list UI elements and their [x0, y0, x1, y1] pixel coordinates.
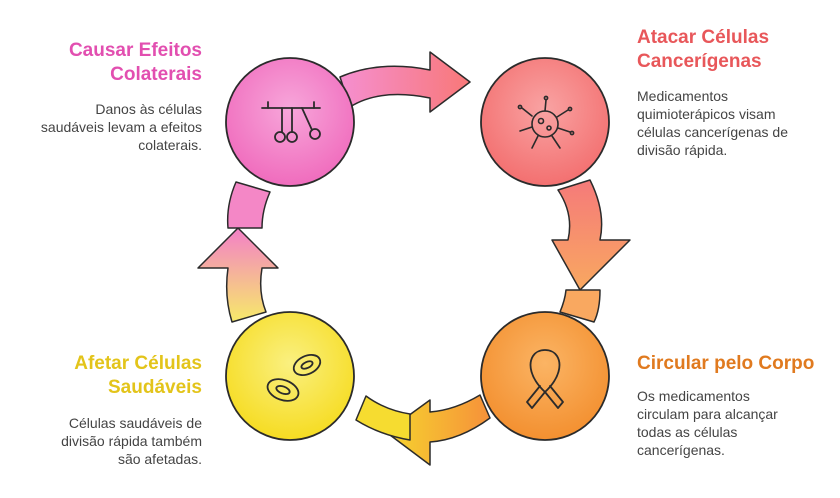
- desc-line: divisão rápida.: [637, 142, 728, 158]
- step-title-line1: Afetar Células: [74, 353, 202, 374]
- step-title-line1: Circular pelo Corpo: [637, 353, 815, 374]
- step-circle-pink: [225, 57, 355, 187]
- step-title-line1: Atacar Células: [637, 27, 770, 48]
- desc-line: todas as células: [637, 424, 738, 440]
- virus-icon: [517, 95, 575, 149]
- blood-cells-icon: [266, 354, 322, 402]
- desc-line: quimioterápicos visam: [637, 106, 776, 122]
- step-circle-yellow: [225, 311, 355, 441]
- arrow-top: [339, 51, 471, 113]
- step-title-line2: Saudáveis: [108, 377, 202, 398]
- step-circle-orange: [480, 311, 610, 441]
- arrow-left: [197, 227, 279, 323]
- desc-line: saudáveis levam a efeitos: [40, 119, 202, 135]
- step-circulate-body: Circular pelo Corpo Os medicamentos circ…: [637, 352, 814, 459]
- step-circle-red: [480, 57, 610, 187]
- desc-line: são afetadas.: [117, 451, 202, 467]
- desc-line: Os medicamentos: [637, 388, 750, 404]
- step-attack-cancer: Atacar Células Cancerígenas Medicamentos…: [637, 26, 788, 159]
- desc-line: Medicamentos: [637, 88, 729, 104]
- desc-line: colaterais.: [138, 137, 202, 153]
- step-description: Medicamentos quimioterápicos visam célul…: [637, 87, 788, 159]
- step-affect-healthy: Afetar Células Saudáveis Células saudáve…: [61, 352, 202, 468]
- step-title-line2: Colaterais: [110, 64, 202, 85]
- desc-line: Danos às células: [95, 101, 202, 117]
- step-title: Circular pelo Corpo: [637, 352, 814, 376]
- arrow-right: [551, 179, 631, 291]
- desc-line: divisão rápida também: [61, 433, 202, 449]
- step-description: Os medicamentos circulam para alcançar t…: [637, 387, 814, 459]
- cancer-ribbon-icon: [526, 349, 564, 409]
- step-title: Atacar Células Cancerígenas: [637, 26, 788, 74]
- arrow-right-tail: [559, 289, 601, 323]
- desc-line: cancerígenas.: [637, 442, 725, 458]
- step-title-line1: Causar Efeitos: [68, 40, 202, 61]
- step-description: Danos às células saudáveis levam a efeit…: [41, 100, 202, 154]
- desc-line: células cancerígenas de: [637, 124, 788, 140]
- newtons-cradle-icon: [261, 101, 321, 143]
- desc-line: Células saudáveis de: [68, 415, 202, 431]
- step-title: Causar Efeitos Colaterais: [41, 39, 202, 87]
- step-title: Afetar Células Saudáveis: [61, 352, 202, 400]
- desc-line: circulam para alcançar: [637, 406, 778, 422]
- step-title-line2: Cancerígenas: [637, 51, 762, 72]
- arrow-left-tail: [226, 181, 271, 229]
- arrow-bottom-tail: [355, 395, 411, 441]
- step-description: Células saudáveis de divisão rápida tamb…: [61, 414, 202, 468]
- step-side-effects: Causar Efeitos Colaterais Danos às célul…: [41, 39, 202, 154]
